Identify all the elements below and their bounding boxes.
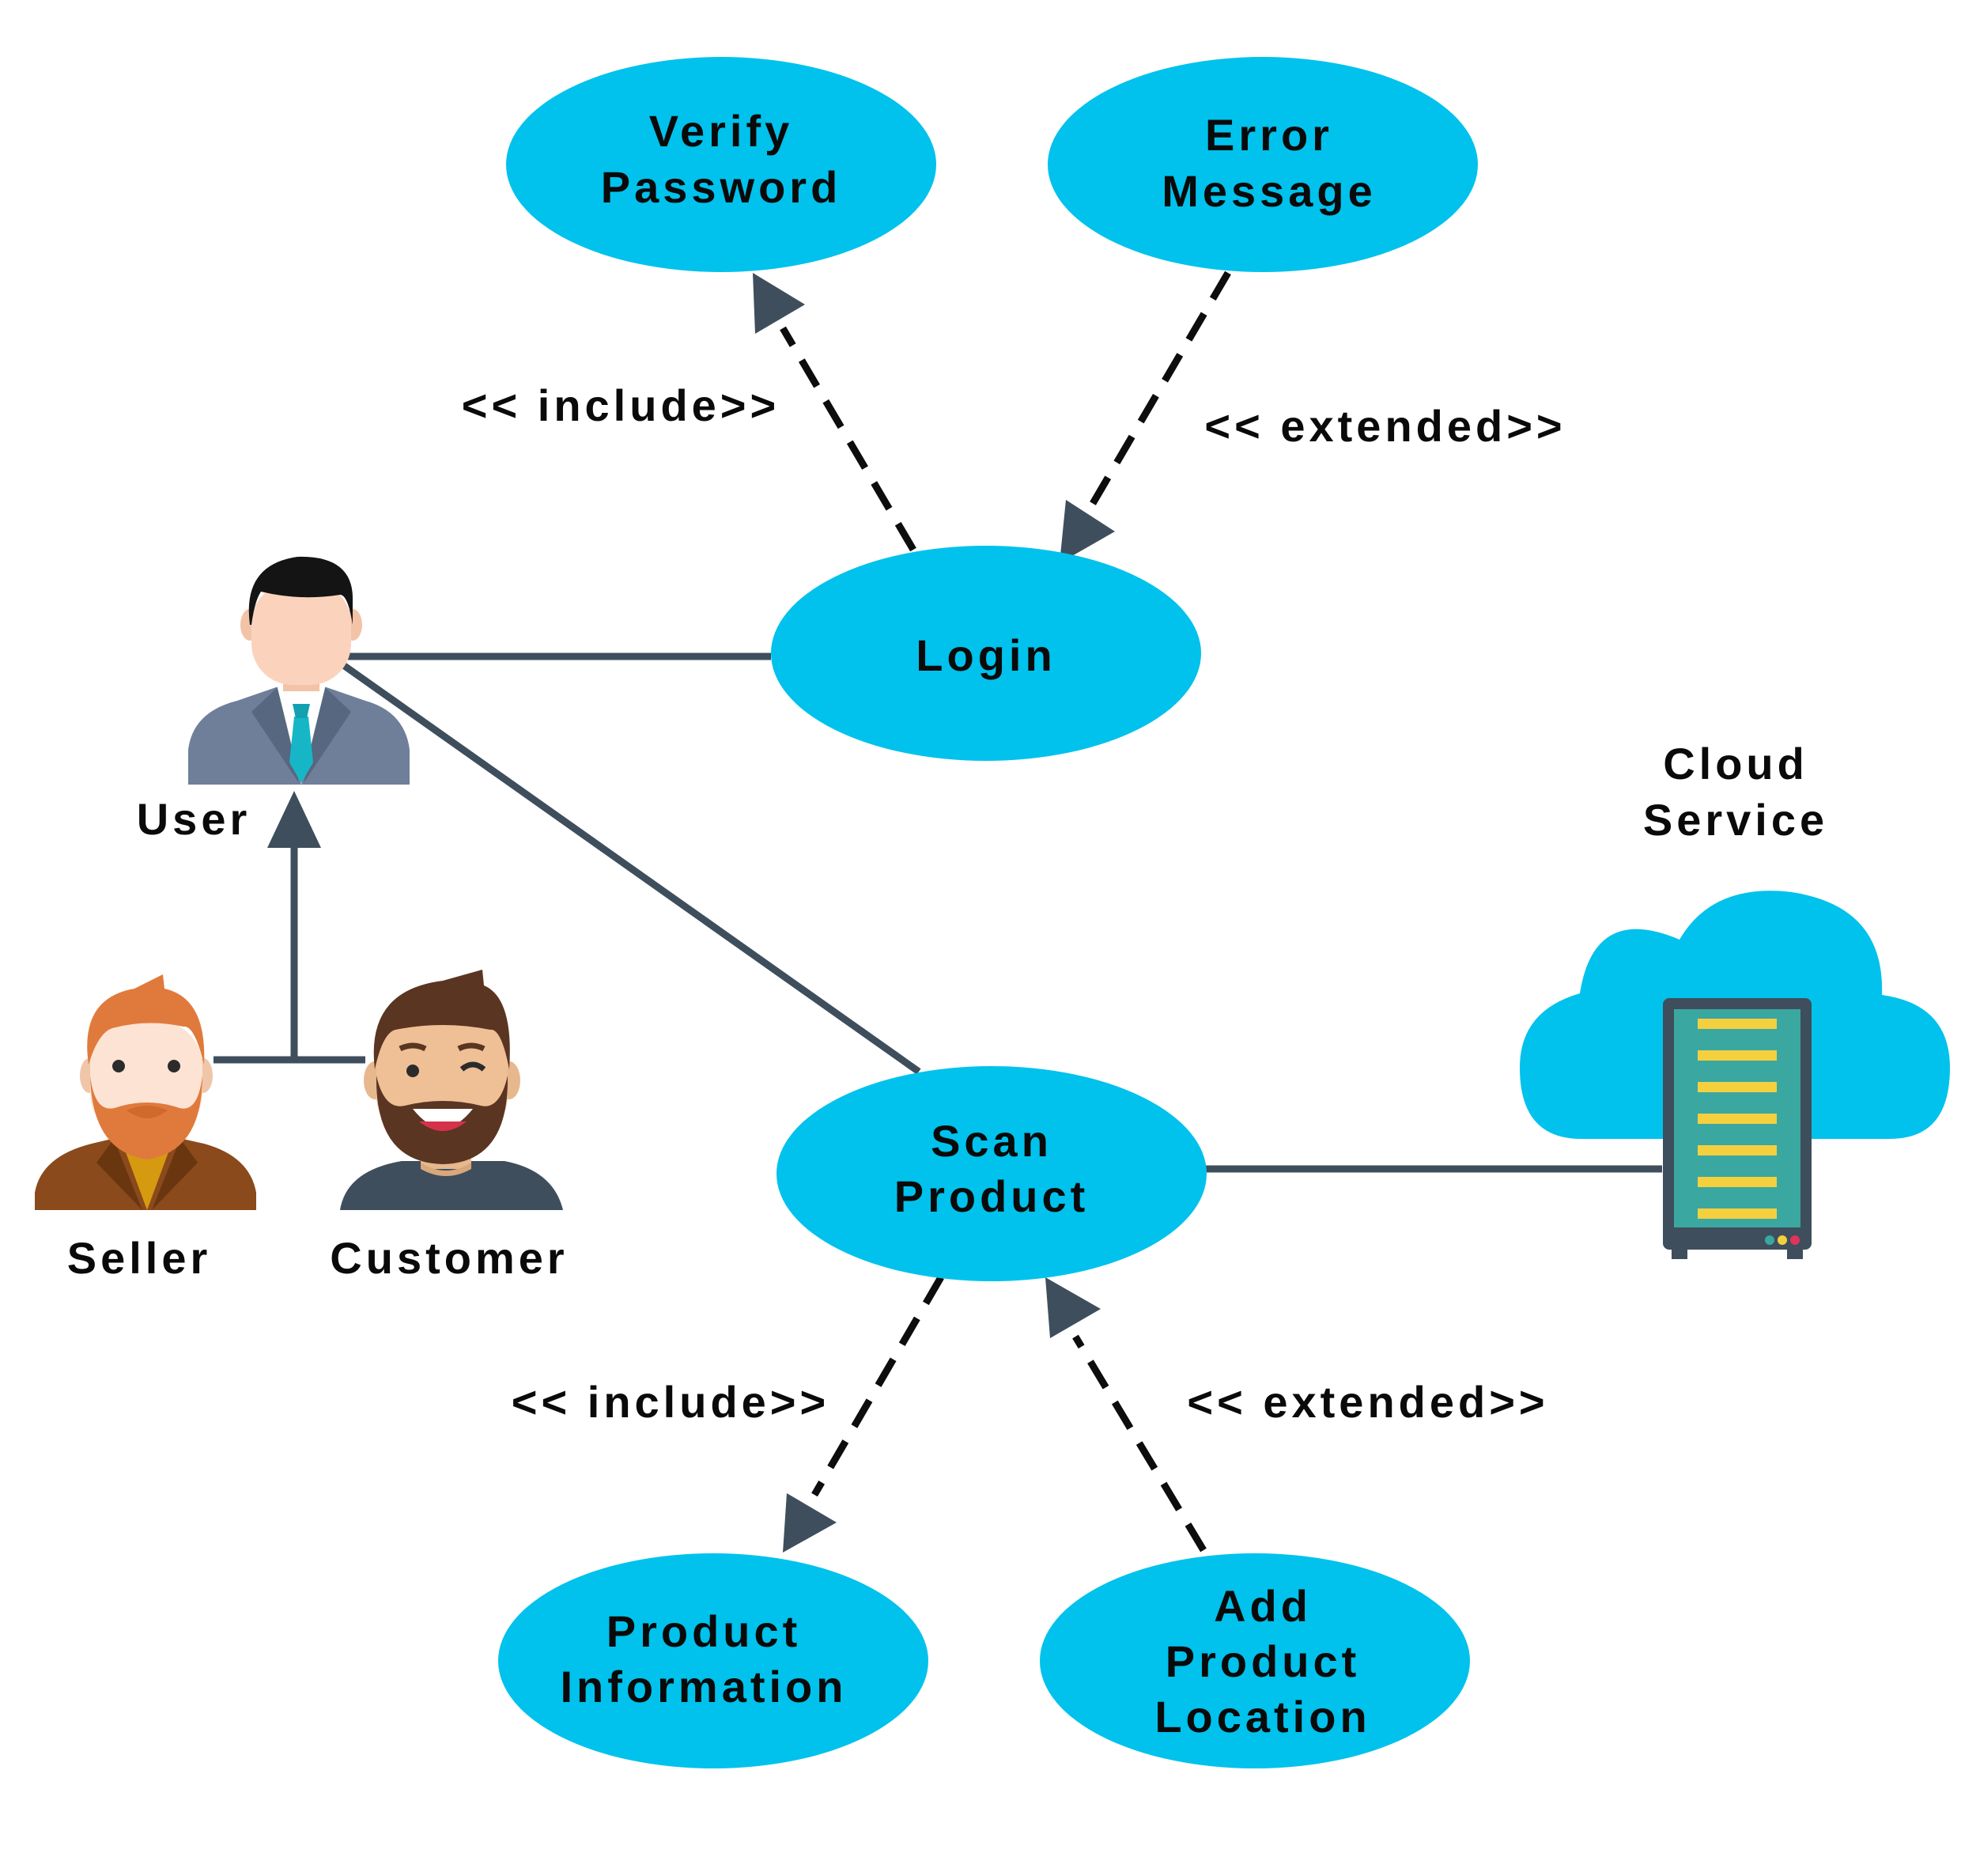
use-case-product-information[interactable]: Product Information — [498, 1553, 928, 1768]
customer-avatar — [340, 970, 563, 1210]
relation-label-extended: << extended>> — [1204, 401, 1566, 451]
use-case-error-message[interactable]: Error Message — [1048, 57, 1478, 272]
relation-label-extended: << extended>> — [1187, 1377, 1548, 1427]
include-scan-info-line — [811, 1275, 944, 1497]
use-case-label: Information — [561, 1662, 848, 1711]
use-case-scan-product[interactable]: Scan Product — [776, 1066, 1207, 1281]
cloud-server-icon — [1520, 891, 1950, 1259]
use-case-login[interactable]: Login — [771, 546, 1201, 761]
extend-error-login-line — [1088, 270, 1231, 509]
user-scan-association — [338, 660, 921, 1075]
use-case-label: Product — [606, 1606, 802, 1656]
use-case-label: Scan — [931, 1116, 1052, 1166]
generalization-arrowhead — [267, 791, 321, 848]
include-login-verify-line — [780, 326, 916, 552]
extend-location-scan-arrowhead — [1045, 1277, 1101, 1338]
extend-location-scan-line — [1072, 1334, 1207, 1553]
include-login-verify-arrowhead — [753, 273, 805, 334]
use-case-label: Add — [1214, 1581, 1312, 1631]
use-case-add-product-location[interactable]: Add Product Location — [1040, 1553, 1470, 1768]
actor-label-cloud-service: Cloud — [1663, 739, 1808, 789]
seller-avatar — [35, 974, 256, 1210]
relation-label-include: << include>> — [462, 380, 780, 430]
user-avatar — [188, 556, 410, 785]
use-case-label: Product — [1166, 1636, 1361, 1686]
use-case-label: Error — [1205, 110, 1333, 160]
relation-label-include: << include>> — [512, 1377, 829, 1427]
use-case-label: Location — [1154, 1692, 1370, 1742]
actor-label-customer: Customer — [330, 1233, 568, 1283]
use-case-label: Password — [601, 162, 842, 212]
connectors — [213, 270, 1662, 1553]
actor-label-cloud-service: Service — [1643, 795, 1828, 845]
actor-label-user: User — [137, 794, 251, 844]
use-case-label: Verify — [649, 106, 794, 156]
use-case-label: Message — [1162, 166, 1377, 216]
include-scan-info-arrowhead — [783, 1493, 837, 1553]
extend-error-login-arrowhead — [1060, 500, 1115, 563]
use-case-verify-password[interactable]: Verify Password — [506, 57, 936, 272]
use-case-label: Product — [894, 1171, 1090, 1221]
use-case-label: Login — [916, 630, 1056, 680]
actor-label-seller: Seller — [67, 1233, 212, 1283]
